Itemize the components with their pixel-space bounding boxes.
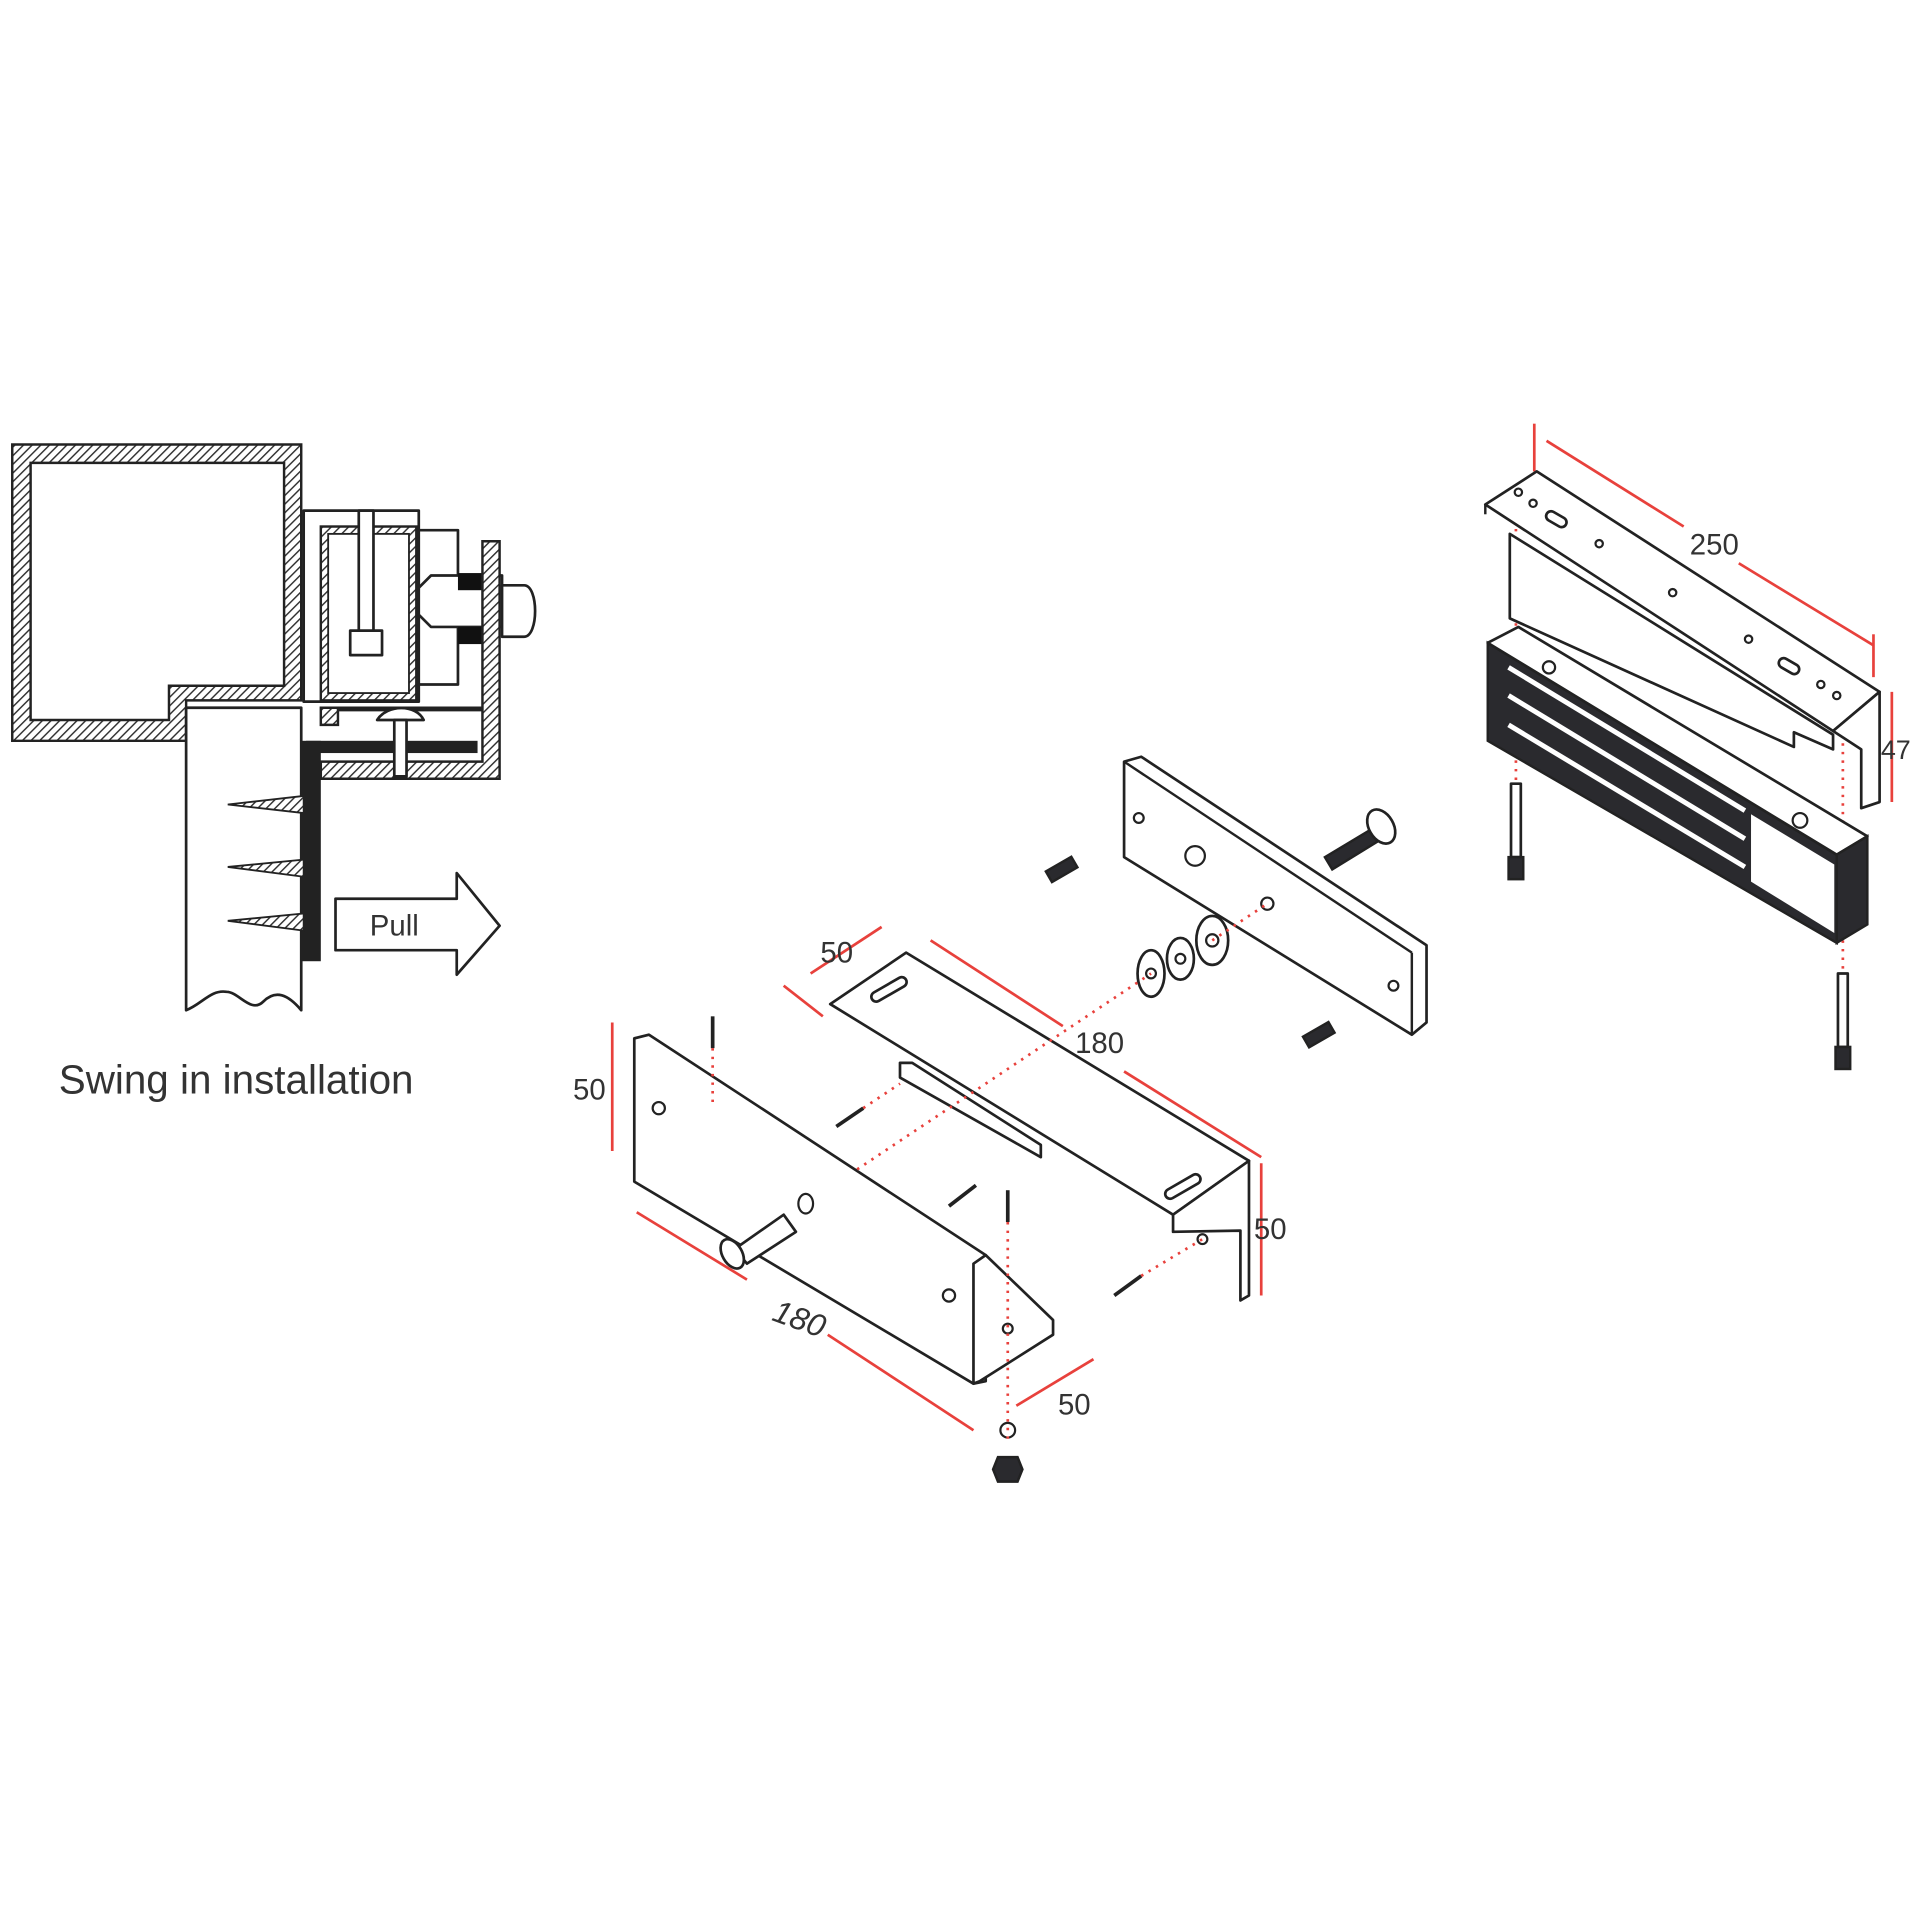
pin-icon — [1044, 855, 1080, 884]
pull-label: Pull — [370, 910, 419, 943]
pull-arrow — [334, 871, 501, 977]
armature-mount-plate — [1122, 755, 1428, 1037]
bolt-icon — [1323, 808, 1397, 872]
dimension-lines — [610, 423, 1894, 1432]
dim-label: 47 — [1881, 735, 1911, 765]
screws-icon — [710, 1016, 1143, 1297]
l-bracket-side — [1831, 690, 1881, 810]
nut-icon — [991, 1455, 1024, 1483]
cap-screw-icon — [1507, 782, 1852, 1071]
l-bracket-flange — [972, 1253, 1055, 1386]
dim-label: 180 — [1075, 1027, 1124, 1060]
maglock-assembly: 250 47 — [1483, 470, 1911, 1071]
magnet-end — [1835, 834, 1869, 946]
swing-in-section: Pull Swing in installation — [11, 443, 537, 1102]
dim-label: 250 — [1690, 529, 1739, 562]
door-leaf — [184, 706, 303, 1012]
dim-label: 180 — [768, 1293, 830, 1345]
dim-label: 50 — [1254, 1213, 1287, 1246]
pin-icon — [1301, 1020, 1337, 1050]
wood-screws — [227, 794, 305, 932]
dim-label: 50 — [573, 1074, 606, 1107]
dim-label: 50 — [1058, 1388, 1091, 1421]
section-caption: Swing in installation — [59, 1056, 414, 1102]
z-bracket-flange — [1171, 1159, 1251, 1302]
dim-label: 50 — [820, 936, 853, 969]
anchor-bolt-icon — [719, 1213, 798, 1270]
washers-icon — [1136, 914, 1230, 999]
l-bracket-drop — [1508, 532, 1835, 751]
bracket-section — [319, 540, 501, 780]
nut-icon — [500, 583, 537, 639]
door-frame — [11, 443, 303, 743]
bracket-kit: 50 180 50 50 180 50 — [573, 423, 1894, 1483]
